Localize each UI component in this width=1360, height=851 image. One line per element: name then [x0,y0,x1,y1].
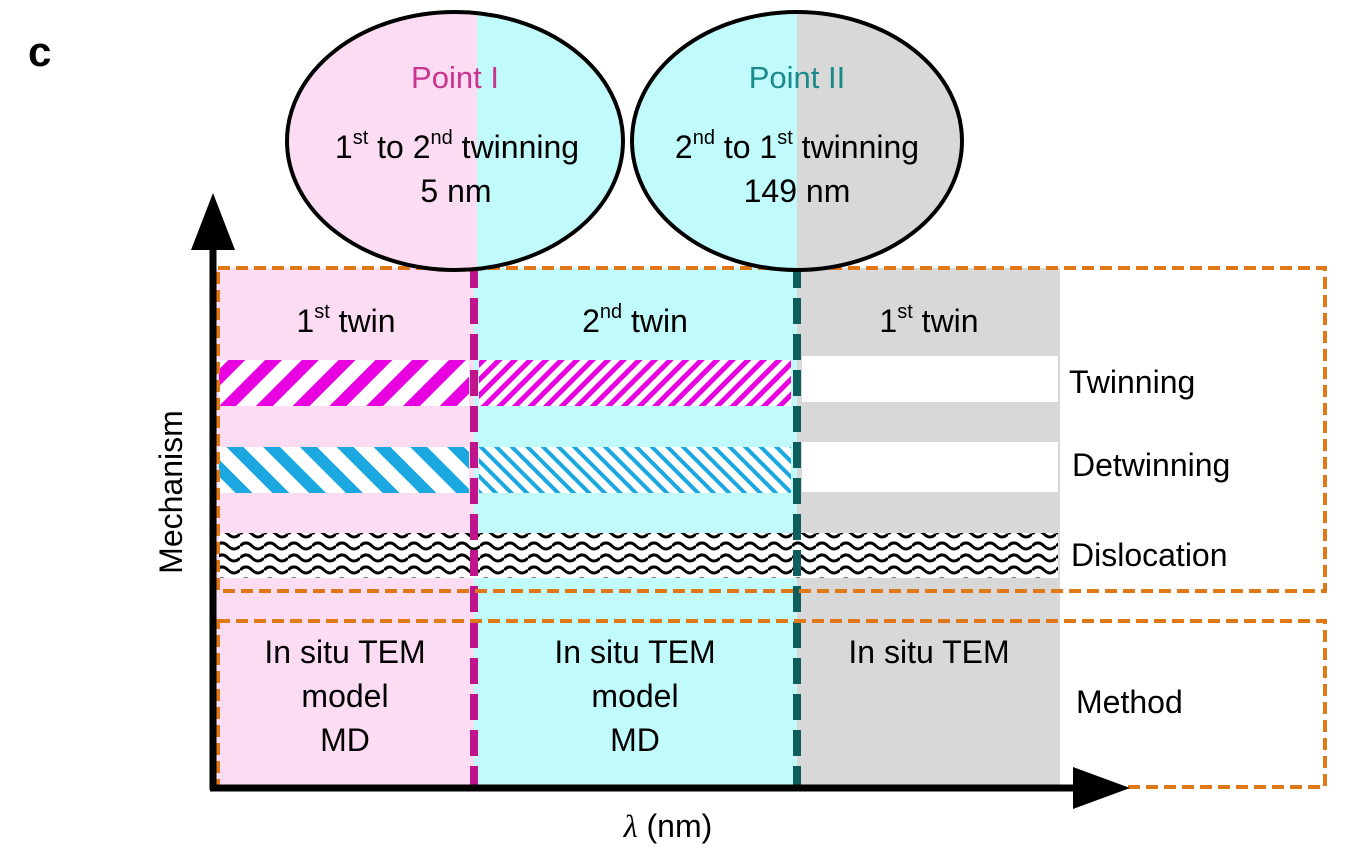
mechanism-labels: Twinning Detwinning Dislocation [1069,364,1230,573]
region-1-title: 1st twin [296,301,395,339]
x-axis-arrow [1073,767,1130,809]
mechanism-label-twinning: Twinning [1069,364,1195,400]
detwinning-band-region-2 [479,447,791,493]
point-1-value: 5 nm [420,173,491,209]
point-2-ellipse: Point II 2nd to 1st twinning 149 nm [630,10,964,272]
method-region-2-line-3: MD [610,722,660,758]
mechanism-bands [219,356,1058,578]
mechanism-box [216,266,1327,593]
method-region-2-line-1: In situ TEM [554,634,715,670]
point-1-ellipse: Point I 1st to 2nd twinning 5 nm [285,10,625,272]
detwinning-band-region-1 [219,447,469,493]
method-region-1-line-3: MD [320,722,370,758]
axes [191,193,1130,809]
region-backgrounds [213,268,1060,786]
point-1-description: 1st to 2nd twinning [335,127,579,165]
region-3-bg [797,268,1060,786]
point-2-value: 149 nm [744,173,851,209]
region-2-bg [474,268,797,786]
point-2-description: 2nd to 1st twinning [675,127,919,165]
method-region-1-line-2: model [301,678,388,714]
method-label: Method [1076,684,1183,720]
dislocation-band [219,533,1058,578]
region-2-title: 2nd twin [582,301,688,339]
point-2-title: Point II [749,60,846,95]
twinning-band-region-1 [219,360,469,406]
twinning-band-region-3-empty [802,356,1058,402]
method-texts: In situ TEM model MD In situ TEM model M… [264,634,1182,758]
y-axis-arrow [191,193,235,250]
region-3-title: 1st twin [879,301,978,339]
mechanism-label-detwinning: Detwinning [1072,447,1230,483]
region-titles: 1st twin 2nd twin 1st twin [296,301,978,339]
method-region-1-line-1: In situ TEM [264,634,425,670]
point-1-title: Point I [411,60,499,95]
region-1-bg [213,268,474,786]
panel-letter: c [28,28,51,75]
x-axis-label: λ (nm) [623,808,713,844]
detwinning-band-region-3-empty [802,442,1058,492]
mechanism-label-dislocation: Dislocation [1071,537,1228,573]
y-axis-label: Mechanism [153,410,189,574]
method-region-2-line-2: model [591,678,678,714]
twinning-band-region-2 [479,360,791,406]
method-region-3-line-1: In situ TEM [848,634,1009,670]
